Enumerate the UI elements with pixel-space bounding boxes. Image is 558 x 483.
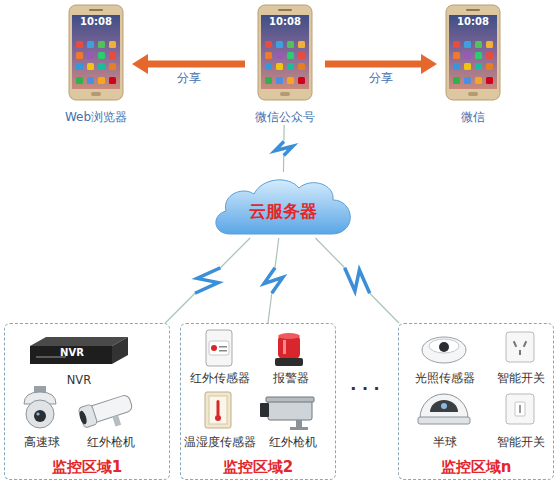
node-caption: 微信公众号 [245, 111, 325, 125]
share-arrow [132, 54, 245, 74]
device-node: 半球 [409, 389, 481, 449]
node-caption: 高速球 [11, 436, 73, 449]
device-face-text: NVR [31, 347, 113, 359]
phone-illustration [258, 5, 312, 100]
device-node: 温湿度传感器 [181, 389, 259, 449]
phone-illustration [446, 5, 500, 100]
monitor-region: 监控区域1 NVR NVR 高速球红外枪机 [4, 323, 170, 480]
monitor-region: 监控区域2 红外传感器报警器温湿度传感器红外枪机 [180, 323, 336, 480]
region-title: 监控区域2 [181, 459, 335, 476]
device-node: 红外枪机 [73, 389, 149, 449]
node-caption: 红外枪机 [73, 436, 149, 449]
device-node: 智能开关 [487, 389, 555, 449]
free-label: 10:08 [72, 16, 120, 28]
share-arrow [325, 54, 437, 74]
wireless-link [264, 238, 283, 323]
phone-illustration [69, 5, 123, 100]
free-label: · · · [340, 380, 390, 398]
device-node: 智能开关 [487, 327, 555, 385]
lightning-bolt [264, 268, 283, 294]
gun-camera-icon [260, 397, 314, 430]
speed-dome-icon [24, 386, 56, 428]
lightning-bolt [345, 268, 370, 294]
smart-switch-icon [506, 394, 534, 424]
device-node: 报警器 [259, 327, 323, 385]
region-title: 监控区域1 [5, 459, 169, 476]
arrow-head [421, 54, 437, 74]
lightning-bolt [195, 268, 220, 294]
wireless-link [165, 238, 250, 323]
device-node: 红外传感器 [187, 327, 253, 385]
link-line [165, 293, 195, 323]
device-node: 光照传感器 [407, 327, 483, 385]
gun-camera-icon [77, 392, 136, 436]
free-label: 10:08 [261, 16, 309, 28]
node-caption: 微信 [437, 111, 509, 125]
nvr-device: NVR NVR [27, 337, 131, 387]
node-caption: 报警器 [259, 372, 323, 385]
link-line [275, 238, 279, 268]
free-label: 10:08 [449, 16, 497, 28]
lightning-bolt [275, 141, 293, 155]
node-caption: 光照传感器 [407, 372, 483, 385]
node-caption: 智能开关 [487, 372, 555, 385]
cloud-server: 云服务器 [208, 172, 358, 238]
wireless-link [275, 125, 293, 172]
nvr-icon [30, 337, 128, 364]
light-sensor-icon [422, 337, 466, 363]
edge-label: 分享 [149, 72, 229, 86]
node-caption: 半球 [409, 436, 481, 449]
smart-switch-icon [506, 332, 534, 362]
alarm-icon [275, 333, 303, 366]
device-node: 高速球 [11, 385, 73, 449]
node-caption: NVR [27, 374, 131, 387]
wireless-link [315, 238, 398, 323]
region-title: 监控区域n [399, 459, 553, 476]
arrow-shaft [325, 61, 421, 68]
node-caption: Web浏览器 [60, 111, 132, 125]
link-line [315, 238, 344, 268]
temperature-humidity-sensor-icon [205, 392, 231, 428]
node-caption: 红外传感器 [187, 372, 253, 385]
link-line [283, 125, 284, 141]
edge-label: 分享 [341, 72, 421, 86]
device-node: 红外枪机 [255, 389, 331, 449]
node-caption: 云服务器 [208, 202, 358, 222]
dome-camera-icon [418, 394, 470, 424]
node-caption: 红外枪机 [255, 436, 331, 449]
link-line [370, 293, 399, 323]
infrared-sensor-icon [206, 330, 232, 366]
link-line [268, 293, 272, 323]
arrow-head [132, 54, 148, 74]
node-caption: 温湿度传感器 [181, 436, 259, 449]
arrow-shaft [148, 61, 245, 68]
link-line [220, 238, 250, 268]
link-line [283, 156, 284, 172]
node-caption: 智能开关 [487, 436, 555, 449]
monitor-region: 监控区域n光照传感器智能开关半球智能开关 [398, 323, 554, 480]
